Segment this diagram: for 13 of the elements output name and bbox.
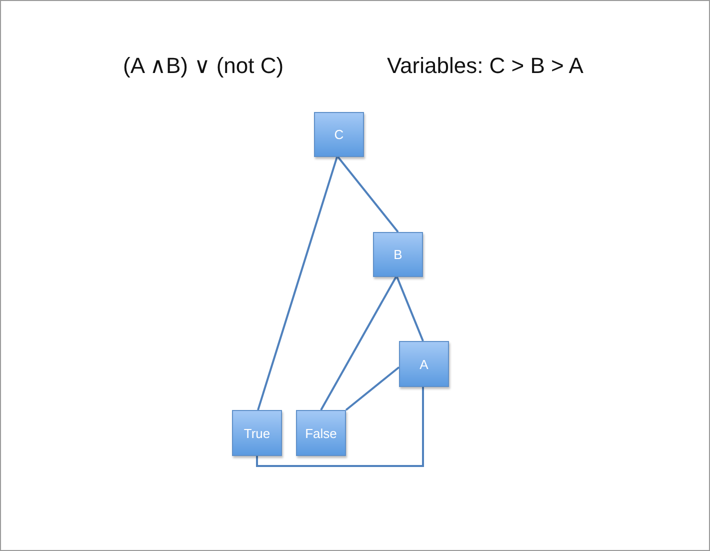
decision-node-box: A: [399, 341, 449, 387]
decision-node-box: True: [232, 410, 282, 456]
connector-line: [256, 387, 424, 467]
variable-order-label: Variables: C > B > A: [387, 53, 584, 79]
formula-title: (A ∧B) ∨ (not C): [123, 53, 284, 79]
decision-node-box: False: [296, 410, 346, 456]
connector-line: [257, 156, 338, 410]
decision-node-box: B: [373, 232, 423, 277]
connector-line: [320, 276, 397, 410]
connector-line: [345, 366, 400, 411]
decision-node-box: C: [314, 112, 364, 157]
connector-line: [337, 156, 399, 233]
connector-line: [396, 276, 424, 342]
